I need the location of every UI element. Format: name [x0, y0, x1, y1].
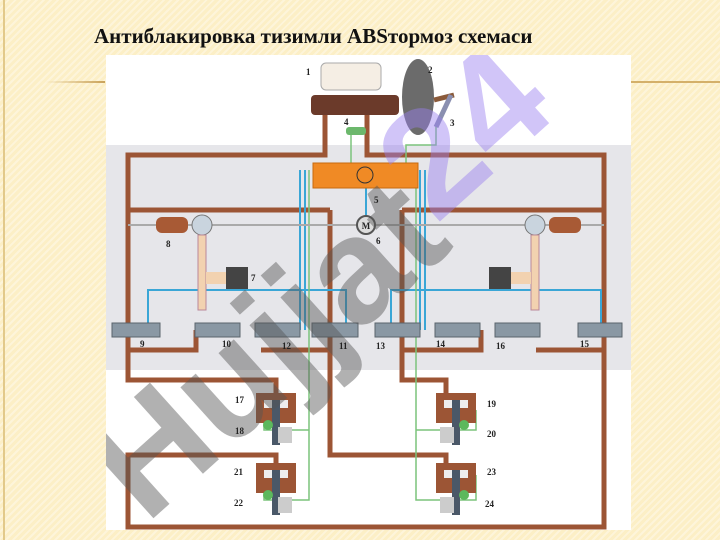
valve-16 [494, 322, 541, 338]
wheel-brakes [256, 393, 476, 515]
valve-9 [111, 322, 161, 338]
brake-pedal [433, 93, 454, 129]
accumulator-left [226, 267, 248, 289]
label-18: 18 [235, 426, 245, 436]
decorative-rule-left [45, 81, 105, 83]
valve-15 [577, 322, 623, 338]
label-1: 1 [306, 67, 311, 77]
pump-left [156, 217, 188, 233]
pressure-sensor [346, 127, 366, 135]
label-19: 19 [487, 399, 497, 409]
label-10: 10 [222, 339, 232, 349]
accumulator-right [489, 267, 511, 289]
brake-booster [402, 59, 434, 135]
label-9: 9 [140, 339, 145, 349]
label-12: 12 [282, 341, 292, 351]
label-24: 24 [485, 499, 495, 509]
abs-schematic: M Hujjat 24 1 2 3 4 5 6 7 8 9 [55, 12, 631, 540]
wheel-brake-23 [436, 463, 476, 515]
ecu-block [312, 162, 419, 189]
component-labels: 1 2 3 4 5 6 7 8 9 10 11 12 13 14 15 16 1… [140, 65, 590, 509]
valve-13 [374, 322, 421, 338]
label-20: 20 [487, 429, 497, 439]
label-3: 3 [450, 118, 455, 128]
valve-11 [311, 322, 359, 338]
slide-border [3, 0, 5, 540]
valve-14 [434, 322, 481, 338]
label-7: 7 [251, 273, 256, 283]
label-21: 21 [234, 467, 244, 477]
label-13: 13 [376, 341, 386, 351]
fluid-reservoir [320, 62, 382, 91]
label-16: 16 [496, 341, 506, 351]
label-14: 14 [436, 339, 446, 349]
label-22: 22 [234, 498, 244, 508]
decorative-rule-right [630, 81, 720, 83]
solenoid-valves [111, 322, 623, 338]
pump-valve-left [191, 214, 213, 236]
slide-title: Антиблакировка тизимли ABSтормоз схемаси [94, 24, 533, 48]
motor-label: M [362, 221, 371, 231]
ecu-symbol-icon [356, 166, 374, 184]
label-8: 8 [166, 239, 171, 249]
label-6: 6 [376, 236, 381, 246]
master-cylinder [311, 95, 399, 115]
label-5: 5 [374, 195, 379, 205]
pump-valve-right [524, 214, 546, 236]
label-4: 4 [344, 117, 349, 127]
signal-wires-blue [147, 170, 602, 330]
label-23: 23 [487, 467, 497, 477]
valve-12 [254, 322, 301, 338]
pump-motor [356, 215, 376, 235]
label-17: 17 [235, 395, 245, 405]
wheel-brake-17 [256, 393, 296, 445]
wheel-brake-19 [436, 393, 476, 445]
abs-brake-diagram: M Hujjat 24 1 2 3 4 5 6 7 8 9 [55, 12, 631, 540]
label-15: 15 [580, 339, 590, 349]
label-2: 2 [428, 65, 433, 75]
pump-right [549, 217, 581, 233]
label-11: 11 [339, 341, 348, 351]
wheel-brake-21 [256, 463, 296, 515]
valve-10 [194, 322, 241, 338]
